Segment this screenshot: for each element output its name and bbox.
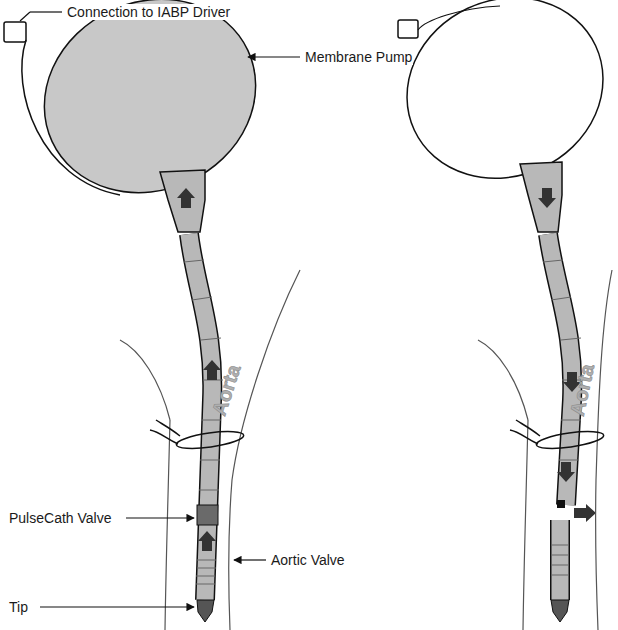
catheter-tip — [197, 600, 214, 622]
part-label: Aortic Valve — [270, 552, 346, 568]
left-pump-inflated — [4, 0, 300, 630]
pulsecath-valve — [197, 505, 218, 525]
part-label: Membrane Pump — [304, 49, 413, 65]
suture — [175, 428, 244, 451]
driver-connector — [4, 22, 26, 42]
pump-neck — [160, 170, 205, 232]
part-label: Connection to IABP Driver — [66, 4, 231, 20]
aortic-wall — [165, 420, 170, 630]
aortic-wall — [229, 270, 300, 630]
pulsecath-valve-open — [557, 500, 565, 508]
right-pump-deflated — [377, 0, 618, 630]
part-label: Tip — [8, 599, 29, 615]
part-label: PulseCath Valve — [8, 510, 112, 526]
membrane-pump — [377, 0, 618, 210]
membrane-pump — [12, 0, 287, 227]
